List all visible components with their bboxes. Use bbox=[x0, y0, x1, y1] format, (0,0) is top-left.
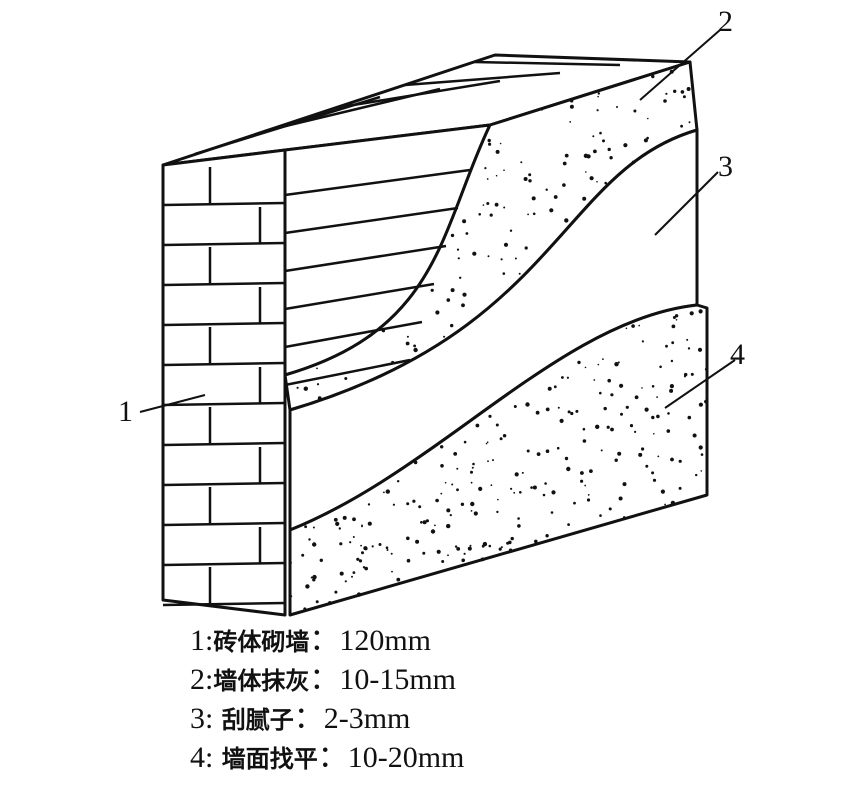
legend-sep: ： bbox=[309, 663, 340, 696]
legend-sep: ： bbox=[317, 741, 348, 774]
legend-name: 墙面找平 bbox=[213, 745, 318, 773]
legend-sep: ： bbox=[309, 624, 340, 657]
stipple-texture bbox=[289, 69, 708, 611]
legend-value: 120mm bbox=[339, 624, 432, 657]
legend-value: 10-20mm bbox=[347, 741, 465, 774]
legend-num: 2: bbox=[190, 663, 214, 696]
brick-lines bbox=[162, 60, 621, 607]
legend-num: 4: bbox=[190, 741, 214, 774]
legend-row: 3: 刮腻子：2-3mm bbox=[190, 700, 464, 739]
legend-row: 2:墙体抹灰：10-15mm bbox=[190, 661, 464, 700]
callout-1: 1 bbox=[118, 395, 133, 428]
legend: 1:砖体砌墙：120mm 2:墙体抹灰：10-15mm 3: 刮腻子：2-3mm… bbox=[190, 622, 464, 778]
legend-name: 墙体抹灰 bbox=[213, 667, 310, 695]
brick-front-face bbox=[161, 148, 287, 617]
callout-2: 2 bbox=[718, 5, 733, 38]
leader-lines bbox=[139, 29, 736, 413]
legend-value: 10-15mm bbox=[339, 663, 457, 696]
layer-leveling bbox=[288, 303, 709, 617]
callout-3: 3 bbox=[718, 150, 733, 183]
legend-num: 3: bbox=[190, 702, 214, 735]
legend-value: 2-3mm bbox=[323, 702, 411, 735]
legend-row: 1:砖体砌墙：120mm bbox=[190, 622, 464, 661]
legend-name: 刮腻子 bbox=[213, 706, 294, 734]
callout-4: 4 bbox=[730, 338, 745, 371]
legend-name: 砖体砌墙 bbox=[213, 628, 310, 656]
legend-sep: ： bbox=[293, 702, 324, 735]
legend-num: 1: bbox=[190, 624, 214, 657]
legend-row: 4: 墙面找平：10-20mm bbox=[190, 739, 464, 778]
